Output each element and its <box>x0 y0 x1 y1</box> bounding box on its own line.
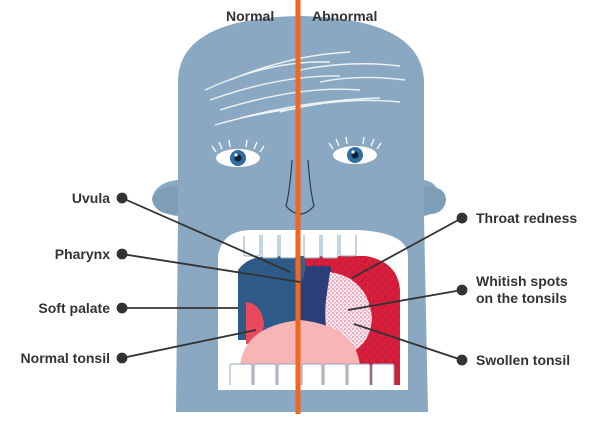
label-whitish-spots-line1: Whitish spots <box>476 273 568 289</box>
label-soft-palate: Soft palate <box>38 300 110 316</box>
callouts <box>116 192 468 366</box>
label-whitish-spots-line2: on the tonsils <box>476 290 567 306</box>
mouth-interior <box>222 235 404 385</box>
right-ear <box>424 186 446 215</box>
label-uvula: Uvula <box>71 190 110 206</box>
right-eye <box>328 136 382 164</box>
left-ear <box>152 186 178 215</box>
lower-teeth <box>229 363 395 385</box>
label-normal-tonsil: Normal tonsil <box>20 350 110 366</box>
hair-strands <box>204 51 406 126</box>
label-swollen-tonsil: Swollen tonsil <box>476 352 571 368</box>
abnormal-heading: Abnormal <box>312 8 378 24</box>
upper-teeth <box>243 235 357 259</box>
left-eye <box>211 139 265 167</box>
label-throat-redness: Throat redness <box>476 210 578 226</box>
label-pharynx: Pharynx <box>54 246 110 262</box>
normal-heading: Normal <box>226 8 275 24</box>
